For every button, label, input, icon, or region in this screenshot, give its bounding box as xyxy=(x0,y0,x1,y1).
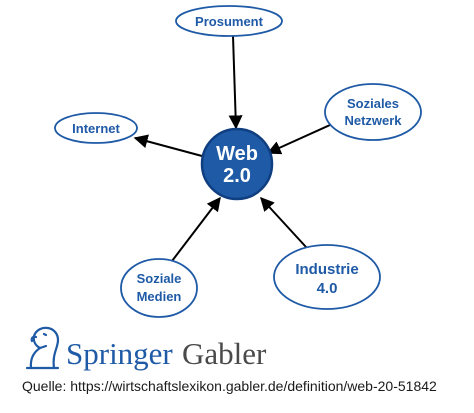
node-soziales-netzwerk-label-line1: Soziales xyxy=(347,96,399,111)
hub-label-line1: Web xyxy=(216,143,258,165)
hub-circle xyxy=(200,127,274,201)
hub-node-web-2-0: Web 2.0 xyxy=(200,127,274,201)
node-internet: Internet xyxy=(54,112,138,144)
node-soziale-medien: Soziale Medien xyxy=(120,258,198,318)
node-soziales-netzwerk-label-line2: Netzwerk xyxy=(344,113,402,128)
edges xyxy=(133,35,331,262)
node-industrie-label-line1: Industrie xyxy=(295,261,358,278)
edge-industrie-to-web xyxy=(260,196,307,248)
node-prosument-label: Prosument xyxy=(195,14,264,29)
springer-gabler-logo: Springer Gabler xyxy=(25,326,267,371)
node-industrie-label-line2: 4.0 xyxy=(317,280,338,297)
node-soziale-medien-label-line1: Soziale xyxy=(137,271,182,286)
node-industrie-4-0: Industrie 4.0 xyxy=(273,244,381,310)
hub-label-line2: 2.0 xyxy=(223,165,251,187)
source-citation: Quelle: https://wirtschaftslexikon.gable… xyxy=(22,378,437,394)
logo-gabler-text: Gabler xyxy=(182,336,267,371)
edge-prosument-to-web xyxy=(228,35,243,130)
edge-soziale-medien-to-web xyxy=(171,196,221,262)
edge-soziales-netzwerk-to-web xyxy=(266,124,331,155)
node-internet-label: Internet xyxy=(72,121,120,136)
logo-springer-text: Springer xyxy=(66,336,173,371)
knight-chess-piece-icon xyxy=(25,326,60,370)
node-soziale-medien-label-line2: Medien xyxy=(137,289,182,304)
node-prosument: Prosument xyxy=(175,5,283,37)
edge-web-to-internet xyxy=(133,134,203,157)
node-soziales-netzwerk: Soziales Netzwerk xyxy=(324,83,422,141)
